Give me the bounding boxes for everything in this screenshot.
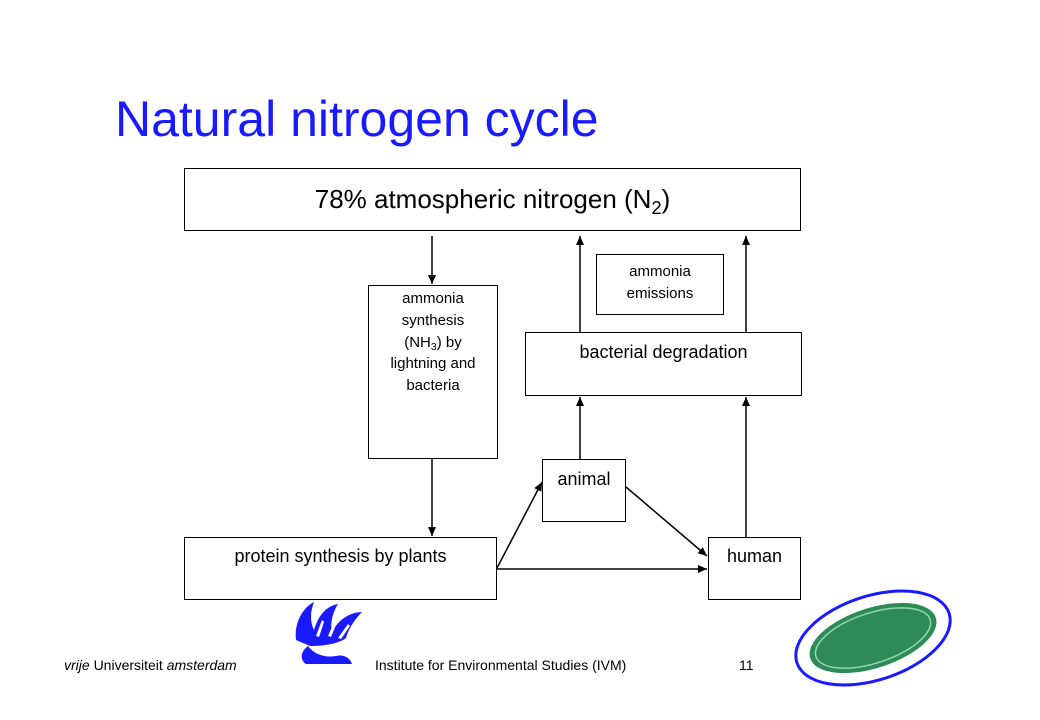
human-box: human [708, 537, 801, 600]
slide-title: Natural nitrogen cycle [115, 91, 599, 147]
animal-box: animal [542, 459, 626, 522]
ammonia-emissions-box: ammonia emissions [596, 254, 724, 315]
arrow-animal-to-human [625, 486, 708, 557]
arrow-plants-to-animal [496, 481, 543, 569]
prosus-logo-icon [794, 589, 952, 687]
university-name: vrije Universiteit amsterdam [64, 657, 237, 673]
ammonia-synthesis-box: ammonia synthesis (NH3) by lightning and… [368, 285, 498, 459]
vu-griffin-logo-icon [295, 602, 362, 664]
bacterial-degradation-box: bacterial degradation [525, 332, 802, 396]
atmospheric-nitrogen-label: 78% atmospheric nitrogen (N2) [314, 184, 671, 219]
institute-name: Institute for Environmental Studies (IVM… [375, 657, 627, 673]
protein-synthesis-plants-box: protein synthesis by plants [184, 537, 497, 600]
atmospheric-nitrogen-box: 78% atmospheric nitrogen (N2) [184, 168, 801, 231]
page-number: 11 [739, 657, 754, 673]
